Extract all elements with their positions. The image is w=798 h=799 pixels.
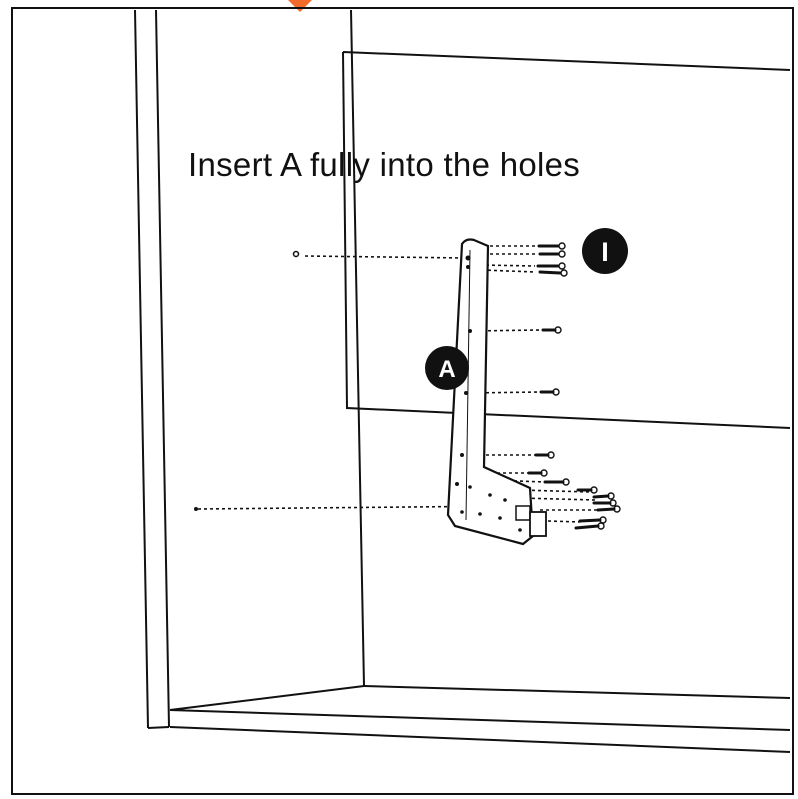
outer-frame <box>11 7 794 795</box>
screw-heads <box>540 242 621 530</box>
callout-i-label: I <box>601 237 609 267</box>
bracket-a <box>446 238 547 546</box>
orange-arrow-icon <box>288 0 312 12</box>
drawer-front-panel <box>342 51 791 429</box>
hole-marker <box>292 250 300 258</box>
cabinet-back-edge <box>350 9 365 687</box>
cabinet-floor <box>169 685 791 753</box>
callout-a-label: A <box>438 356 455 383</box>
callout-i-badge: I <box>582 228 628 274</box>
cabinet-left-panel <box>134 9 170 729</box>
hole-marker <box>194 507 198 511</box>
callout-a-badge: A <box>425 346 469 390</box>
instruction-text: Insert A fully into the holes <box>188 146 581 183</box>
screws <box>527 244 616 530</box>
